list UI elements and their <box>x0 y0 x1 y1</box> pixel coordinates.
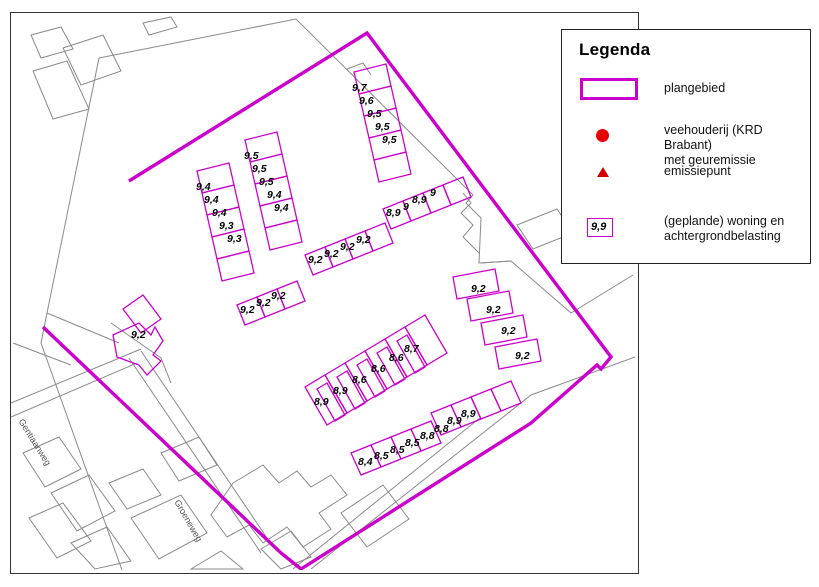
achtergrondbelasting-value: 9,2 <box>324 248 339 260</box>
basemap-parcel-lines <box>11 16 635 570</box>
achtergrondbelasting-value: 9,4 <box>274 202 289 214</box>
achtergrondbelasting-value: 9,2 <box>340 241 355 253</box>
achtergrondbelasting-value: 8,9 <box>314 396 329 408</box>
achtergrondbelasting-value: 9,4 <box>267 189 282 201</box>
achtergrondbelasting-value: 9,6 <box>359 95 374 107</box>
map-vector-layer <box>11 16 635 570</box>
group-west-farm <box>112 294 164 376</box>
achtergrondbelasting-value: 8,8 <box>420 430 435 442</box>
achtergrondbelasting-value: 9,2 <box>515 350 530 362</box>
achtergrondbelasting-value: 9,2 <box>486 304 501 316</box>
red-triangle-icon <box>597 167 609 177</box>
achtergrondbelasting-value: 8,9 <box>461 408 476 420</box>
achtergrondbelasting-value: 9,4 <box>204 194 219 206</box>
legend-label-veehouderij: veehouderij (KRD Brabant) met geuremissi… <box>664 123 763 167</box>
achtergrondbelasting-value: 9,5 <box>259 176 274 188</box>
achtergrondbelasting-value: 8,9 <box>333 385 348 397</box>
achtergrondbelasting-value: 9,2 <box>308 254 323 266</box>
achtergrondbelasting-value: 9,3 <box>219 220 234 232</box>
achtergrondbelasting-value: 8,9 <box>386 207 401 219</box>
group-center-row-three <box>236 280 306 326</box>
achtergrondbelasting-value: 8,5 <box>374 450 389 462</box>
group-bottom-row <box>350 380 522 476</box>
map-canvas[interactable]: Gentiaanweg Groeneweg <box>10 12 639 574</box>
group-right-upper <box>382 176 472 230</box>
achtergrondbelasting-value: 8,9 <box>447 415 462 427</box>
achtergrondbelasting-value: 8,5 <box>405 437 420 449</box>
group-east-stairs <box>452 268 542 370</box>
legend-swatch-plangebied <box>580 78 638 100</box>
achtergrondbelasting-value: 9,5 <box>252 163 267 175</box>
achtergrondbelasting-value: 8,8 <box>434 423 449 435</box>
achtergrondbelasting-value: 8,6 <box>389 352 404 364</box>
woning-footprints <box>112 63 542 476</box>
achtergrondbelasting-value: 8,4 <box>358 456 373 468</box>
achtergrondbelasting-value: 9,2 <box>131 329 146 341</box>
achtergrondbelasting-value: 9,4 <box>212 207 227 219</box>
achtergrondbelasting-value: 8,5 <box>390 444 405 456</box>
group-top-right <box>353 63 412 183</box>
achtergrondbelasting-value: 9,2 <box>256 297 271 309</box>
legend-label-woning: (geplande) woning en achtergrondbelastin… <box>664 214 785 243</box>
achtergrondbelasting-value: 9,4 <box>196 181 211 193</box>
achtergrondbelasting-value: 9 <box>430 187 436 199</box>
legend-swatch-woning: 9,9 <box>587 218 613 237</box>
red-circle-icon <box>596 129 609 142</box>
achtergrondbelasting-value: 9,2 <box>501 325 516 337</box>
group-mid-left-b <box>196 162 255 282</box>
legend-swatch-woning-value: 9,9 <box>591 221 607 233</box>
group-center-row-four <box>304 222 394 276</box>
group-mid-left-a <box>244 131 303 251</box>
achtergrondbelasting-value: 9,5 <box>244 150 259 162</box>
legend-title: Legenda <box>579 40 651 59</box>
achtergrondbelasting-value: 9,2 <box>271 290 286 302</box>
achtergrondbelasting-value: 9,5 <box>375 121 390 133</box>
achtergrondbelasting-value: 9 <box>403 201 409 213</box>
legend-label-plangebied: plangebied <box>664 81 726 95</box>
legend-label-emissiepunt: emissiepunt <box>664 164 731 178</box>
achtergrondbelasting-value: 9,2 <box>471 283 486 295</box>
achtergrondbelasting-value: 8,6 <box>371 363 386 375</box>
achtergrondbelasting-value: 9,2 <box>356 234 371 246</box>
achtergrondbelasting-value: 8,6 <box>352 374 367 386</box>
achtergrondbelasting-value: 9,2 <box>240 304 255 316</box>
achtergrondbelasting-value: 8,9 <box>412 194 427 206</box>
achtergrondbelasting-value: 9,5 <box>367 108 382 120</box>
legend-panel: Legenda plangebied veehouderij (KRD Brab… <box>561 29 811 264</box>
achtergrondbelasting-value: 9,7 <box>352 82 367 94</box>
plangebied-boundary <box>41 30 614 570</box>
achtergrondbelasting-value: 9,5 <box>382 134 397 146</box>
group-bottom-comb <box>304 314 448 426</box>
achtergrondbelasting-value: 9,3 <box>227 233 242 245</box>
achtergrondbelasting-value: 8,7 <box>404 343 419 355</box>
